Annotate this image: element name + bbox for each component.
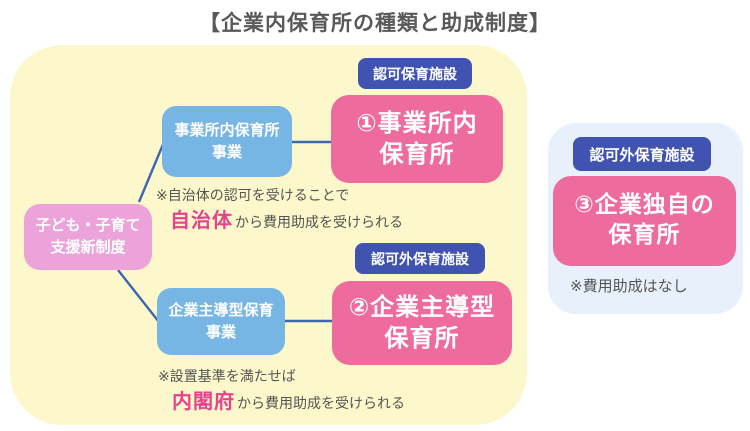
note-2-line1: ※設置基準を満たせば	[158, 369, 296, 385]
facility-node-2-label-line1: ②企業主導型	[348, 292, 496, 321]
program-node-2: 企業主導型保育 事業	[157, 288, 285, 355]
note-1-line1: ※自治体の認可を受けることで	[156, 188, 350, 204]
facility-node-3-label-line2: 保育所	[608, 222, 681, 248]
facility-node-3: ③企業独自の 保育所	[553, 176, 736, 266]
note-2-rest: から費用助成を受けられる	[237, 395, 405, 412]
facility-node-1: ①事業所内 保育所	[331, 95, 503, 183]
note-1-line2: 自治体 から費用助成を受けられる	[156, 208, 403, 232]
root-node: 子ども・子育て 支援新制度	[24, 204, 152, 270]
program-node-2-label-line1: 企業主導型保育	[168, 300, 274, 319]
note-2: ※設置基準を満たせば 内閣府 から費用助成を受けられる	[158, 369, 405, 413]
note-2-highlight: 内閣府	[172, 388, 235, 413]
program-node-1-label-line2: 事業	[211, 142, 242, 161]
root-node-label-line2: 支援新制度	[50, 238, 126, 256]
facility-node-1-label-line1: ①事業所内	[356, 108, 478, 137]
facility-node-2-label-line2: 保育所	[384, 324, 460, 352]
note-1-rest: から費用助成を受けられる	[235, 214, 403, 231]
program-node-2-label-line2: 事業	[205, 322, 236, 341]
program-node-1: 事業所内保育所 事業	[162, 106, 292, 177]
page-title: 【企業内保育所の種類と助成制度】	[199, 11, 551, 35]
side-note: ※費用助成はなし	[570, 277, 688, 295]
facility-node-1-label-line2: 保育所	[379, 140, 455, 168]
facility-node-2: ②企業主導型 保育所	[332, 281, 512, 365]
license-badge-2: 認可外保育施設	[355, 243, 485, 274]
root-node-label-line1: 子ども・子育て	[35, 216, 141, 235]
license-badge-1: 認可保育施設	[358, 58, 472, 89]
program-node-1-label-line1: 事業所内保育所	[174, 120, 280, 139]
note-2-line2: 内閣府 から費用助成を受けられる	[158, 389, 405, 413]
facility-node-3-label-line1: ③企業独自の	[574, 192, 715, 219]
note-1: ※自治体の認可を受けることで 自治体 から費用助成を受けられる	[156, 188, 403, 232]
note-1-highlight: 自治体	[170, 207, 233, 232]
license-badge-3: 認可外保育施設	[573, 137, 711, 171]
